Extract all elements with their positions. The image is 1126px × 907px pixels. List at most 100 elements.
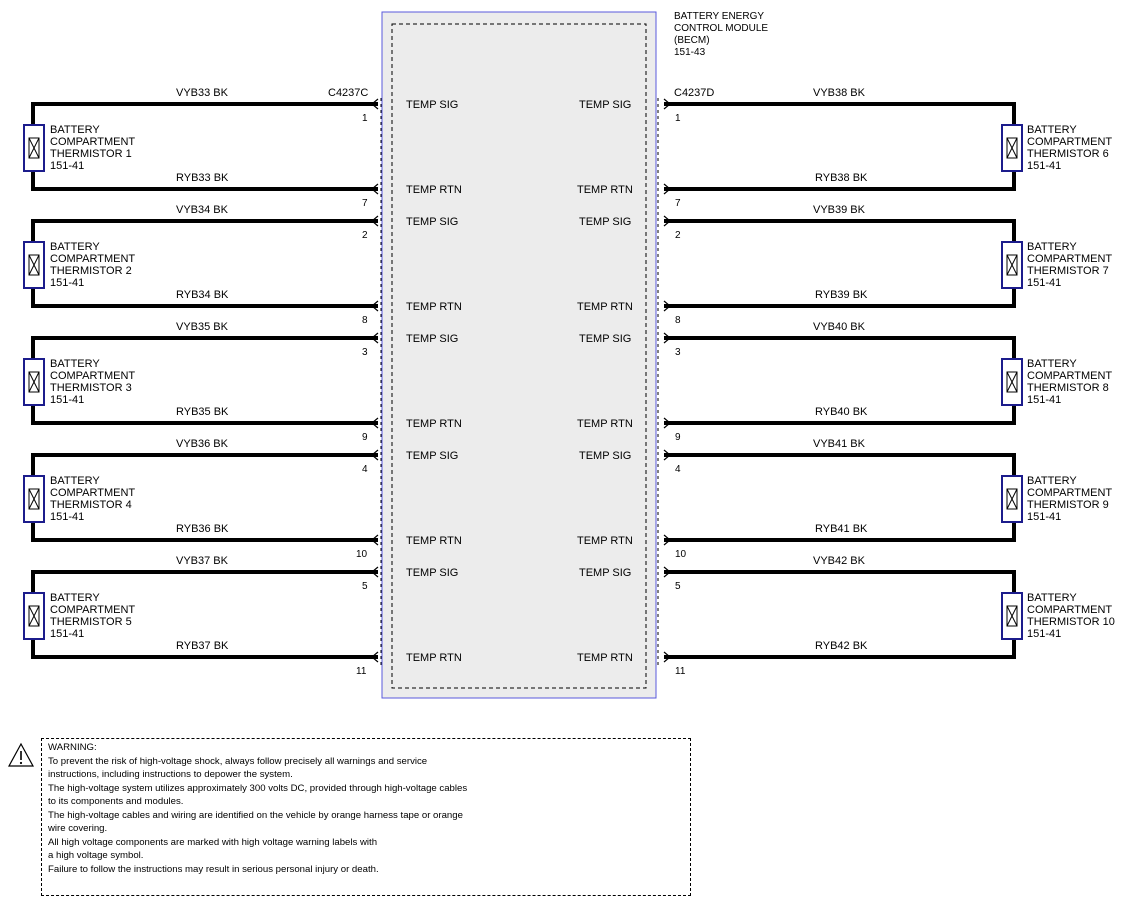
pin-number: 9 xyxy=(362,432,368,443)
warning-box: WARNING: To prevent the risk of high-vol… xyxy=(41,738,691,896)
return-wire-label: RYB35 BK xyxy=(176,406,229,418)
signal-wire-label: VYB41 BK xyxy=(813,438,866,450)
connector-terminal-icon xyxy=(663,566,671,578)
return-wire-label: RYB39 BK xyxy=(815,289,868,301)
warning-line: wire covering. xyxy=(48,823,108,834)
signal-wire-label: VYB39 BK xyxy=(813,204,866,216)
module-title-line-1: BATTERY ENERGY xyxy=(674,11,764,22)
pin-number: 3 xyxy=(362,347,368,358)
signal-wire-label: VYB34 BK xyxy=(176,204,229,216)
thermistor-ref: 151-41 xyxy=(1027,160,1061,172)
connector-terminal-icon xyxy=(663,449,671,461)
thermistor-icon xyxy=(28,605,40,627)
thermistor-icon xyxy=(1006,137,1018,159)
thermistor-label-line: BATTERY xyxy=(50,358,100,370)
thermistor-ref: 151-41 xyxy=(50,511,84,523)
connector-terminal-icon xyxy=(371,534,379,546)
connector-terminal-icon xyxy=(663,215,671,227)
thermistor-ref: 151-41 xyxy=(1027,511,1061,523)
thermistor-icon xyxy=(1006,605,1018,627)
thermistor-icon xyxy=(28,488,40,510)
thermistor-label-line: BATTERY xyxy=(50,241,100,253)
thermistor-icon xyxy=(28,371,40,393)
thermistor-name: THERMISTOR 8 xyxy=(1027,382,1109,394)
pin-number: 3 xyxy=(675,347,681,358)
warning-line: The high-voltage system utilizes approxi… xyxy=(48,782,468,794)
thermistor-label-line: BATTERY xyxy=(50,592,100,604)
thermistor-ref: 151-41 xyxy=(50,394,84,406)
return-pin-label: TEMP RTN xyxy=(406,535,462,547)
signal-pin-label: TEMP SIG xyxy=(406,333,458,345)
return-wire-label: RYB42 BK xyxy=(815,640,868,652)
thermistor-name: THERMISTOR 4 xyxy=(50,499,132,511)
warning-line: The high-voltage cables and wiring are i… xyxy=(48,809,463,821)
connector-left-label: C4237C xyxy=(328,87,368,99)
return-pin-label: TEMP RTN xyxy=(577,652,633,664)
thermistor-name: THERMISTOR 7 xyxy=(1027,265,1109,277)
thermistor-icon xyxy=(28,254,40,276)
thermistor-label-line: BATTERY xyxy=(1027,358,1077,370)
pin-number: 5 xyxy=(362,581,368,592)
thermistor-label-line: COMPARTMENT xyxy=(50,487,135,499)
connector-terminal-icon xyxy=(663,183,671,195)
connector-terminal-icon xyxy=(371,98,379,110)
becm-module-body xyxy=(381,11,657,699)
thermistor-label-line: BATTERY xyxy=(50,124,100,136)
signal-wire-label: VYB35 BK xyxy=(176,321,229,333)
return-pin-label: TEMP RTN xyxy=(406,184,462,196)
connector-terminal-icon xyxy=(663,651,671,663)
pin-number: 4 xyxy=(675,464,681,475)
pin-number: 1 xyxy=(675,113,681,124)
return-pin-label: TEMP RTN xyxy=(577,535,633,547)
thermistor-label-line: COMPARTMENT xyxy=(50,136,135,148)
return-pin-label: TEMP RTN xyxy=(577,301,633,313)
signal-pin-label: TEMP SIG xyxy=(579,567,631,579)
return-wire-label: RYB33 BK xyxy=(176,172,229,184)
connector-terminal-icon xyxy=(663,417,671,429)
warning-triangle-icon xyxy=(8,742,34,767)
thermistor-name: THERMISTOR 10 xyxy=(1027,616,1115,628)
signal-wire-label: VYB37 BK xyxy=(176,555,229,567)
thermistor-icon xyxy=(1006,605,1018,627)
thermistor-label-line: BATTERY xyxy=(1027,124,1077,136)
warning-line: instructions, including instructions to … xyxy=(48,769,293,780)
signal-wire-label: VYB33 BK xyxy=(176,87,229,99)
signal-wire-label: VYB36 BK xyxy=(176,438,229,450)
thermistor-icon xyxy=(1006,371,1018,393)
thermistor-ref: 151-41 xyxy=(50,160,84,172)
pin-number: 5 xyxy=(675,581,681,592)
connector-terminal-icon xyxy=(371,300,379,312)
thermistor-icon xyxy=(1006,488,1018,510)
thermistor-ref: 151-41 xyxy=(1027,628,1061,640)
thermistor-name: THERMISTOR 2 xyxy=(50,265,132,277)
warning-heading: WARNING: xyxy=(48,742,97,753)
module-title-line-2: CONTROL MODULE xyxy=(674,23,768,34)
pin-number: 2 xyxy=(362,230,368,241)
warning-line: All high voltage components are marked w… xyxy=(48,836,378,848)
return-pin-label: TEMP RTN xyxy=(577,418,633,430)
thermistor-ref: 151-41 xyxy=(1027,277,1061,289)
thermistor-ref: 151-41 xyxy=(50,628,84,640)
return-wire-label: RYB41 BK xyxy=(815,523,868,535)
module-title-line-4: 151-43 xyxy=(674,47,706,58)
connector-terminal-icon xyxy=(663,98,671,110)
connector-terminal-icon xyxy=(663,534,671,546)
thermistor-label-line: COMPARTMENT xyxy=(50,253,135,265)
thermistor-icon xyxy=(28,488,40,510)
thermistor-icon xyxy=(1006,254,1018,276)
thermistor-icon xyxy=(28,137,40,159)
thermistor-icon xyxy=(1006,137,1018,159)
pin-number: 7 xyxy=(362,198,368,209)
thermistor-label-line: BATTERY xyxy=(50,475,100,487)
thermistor-icon xyxy=(1006,254,1018,276)
thermistor-icon xyxy=(28,137,40,159)
return-wire-label: RYB34 BK xyxy=(176,289,229,301)
thermistor-icon xyxy=(1006,371,1018,393)
thermistor-label-line: BATTERY xyxy=(1027,241,1077,253)
signal-pin-label: TEMP SIG xyxy=(406,99,458,111)
thermistor-label-line: COMPARTMENT xyxy=(1027,370,1112,382)
thermistor-name: THERMISTOR 6 xyxy=(1027,148,1109,160)
warning-line: To prevent the risk of high-voltage shoc… xyxy=(48,755,428,767)
signal-wire-label: VYB40 BK xyxy=(813,321,866,333)
